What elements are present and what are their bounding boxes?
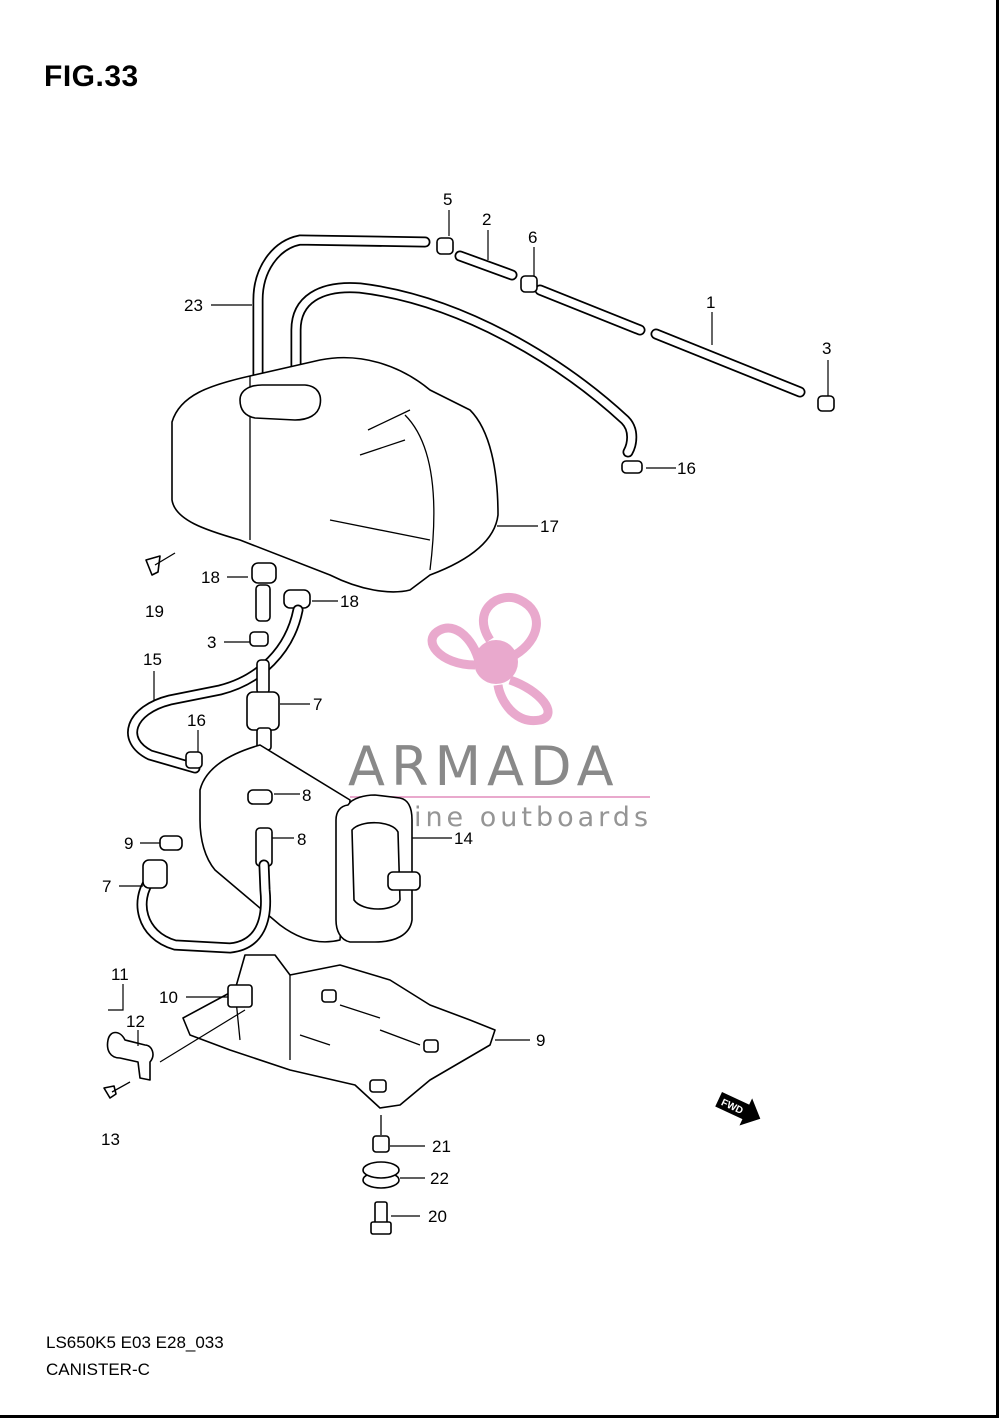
bolt-20 — [370, 1201, 392, 1235]
callout-17: 17 — [540, 517, 559, 536]
cover-17 — [171, 356, 499, 593]
damper-10 — [227, 984, 253, 1008]
clamp-8a — [247, 789, 273, 805]
callout-19: 19 — [145, 602, 164, 621]
callout-12: 12 — [126, 1012, 145, 1031]
hose-2 — [454, 250, 518, 281]
grommet-22 — [362, 1161, 400, 1189]
callout-15: 15 — [143, 650, 162, 669]
hose-23 — [252, 234, 638, 458]
clamp-3b — [249, 631, 269, 647]
callout-5: 7 — [313, 695, 322, 714]
callout-8: 9 — [124, 834, 133, 853]
clip-11 — [106, 1031, 154, 1081]
callout-9: 9 — [536, 1031, 545, 1050]
clamp-16b — [185, 751, 203, 769]
callout-3: 3 — [207, 633, 216, 652]
clamp-4a — [436, 237, 454, 255]
clamp-4b — [520, 275, 538, 293]
hose-7 — [136, 859, 272, 954]
clamp-16a — [621, 460, 643, 474]
callout-23: 23 — [184, 296, 203, 315]
callout-1: 1 — [706, 293, 715, 312]
callout-6: 8 — [297, 830, 306, 849]
callout-16: 16 — [677, 459, 696, 478]
hose-15 — [127, 604, 304, 774]
callout-11: 11 — [111, 965, 129, 984]
screw-19 — [145, 552, 176, 576]
bracket-9 — [182, 954, 496, 1109]
callout-4: 5 — [443, 190, 452, 209]
clamp-3a — [817, 395, 835, 412]
figure-name: CANISTER-C — [46, 1360, 150, 1379]
callout-20: 20 — [428, 1207, 447, 1226]
figure-title: FIG.33 — [44, 60, 139, 93]
collar-21 — [372, 1115, 390, 1153]
leader-lines — [108, 210, 829, 1217]
screw-13 — [103, 1081, 131, 1099]
callout-2: 2 — [482, 210, 491, 229]
hose-1 — [534, 284, 806, 398]
callout-14: 14 — [454, 829, 473, 848]
model-code: LS650K5 E03 E28_033 — [46, 1333, 224, 1352]
clamp-8b — [159, 835, 183, 851]
callout-18: 18 — [340, 592, 359, 611]
callout-10: 10 — [159, 988, 178, 1007]
callout-3: 3 — [822, 339, 831, 358]
callout-21: 21 — [432, 1137, 451, 1156]
grommet-18a — [251, 562, 277, 622]
valve-5 — [246, 659, 280, 751]
canister-14 — [199, 744, 421, 943]
callout-7: 7 — [102, 877, 111, 896]
callout-18: 18 — [201, 568, 220, 587]
fwd-arrow: FWD — [715, 1092, 761, 1126]
callout-22: 22 — [430, 1169, 449, 1188]
callout-4: 6 — [528, 228, 537, 247]
watermark-brand: ARMADA — [348, 735, 620, 798]
callout-16: 16 — [187, 711, 206, 730]
callout-13: 13 — [101, 1130, 120, 1149]
callout-labels: 5 2 6 1 3 23 16 17 18 18 19 3 15 16 7 8 … — [101, 190, 831, 1226]
callout-8: 8 — [302, 786, 311, 805]
